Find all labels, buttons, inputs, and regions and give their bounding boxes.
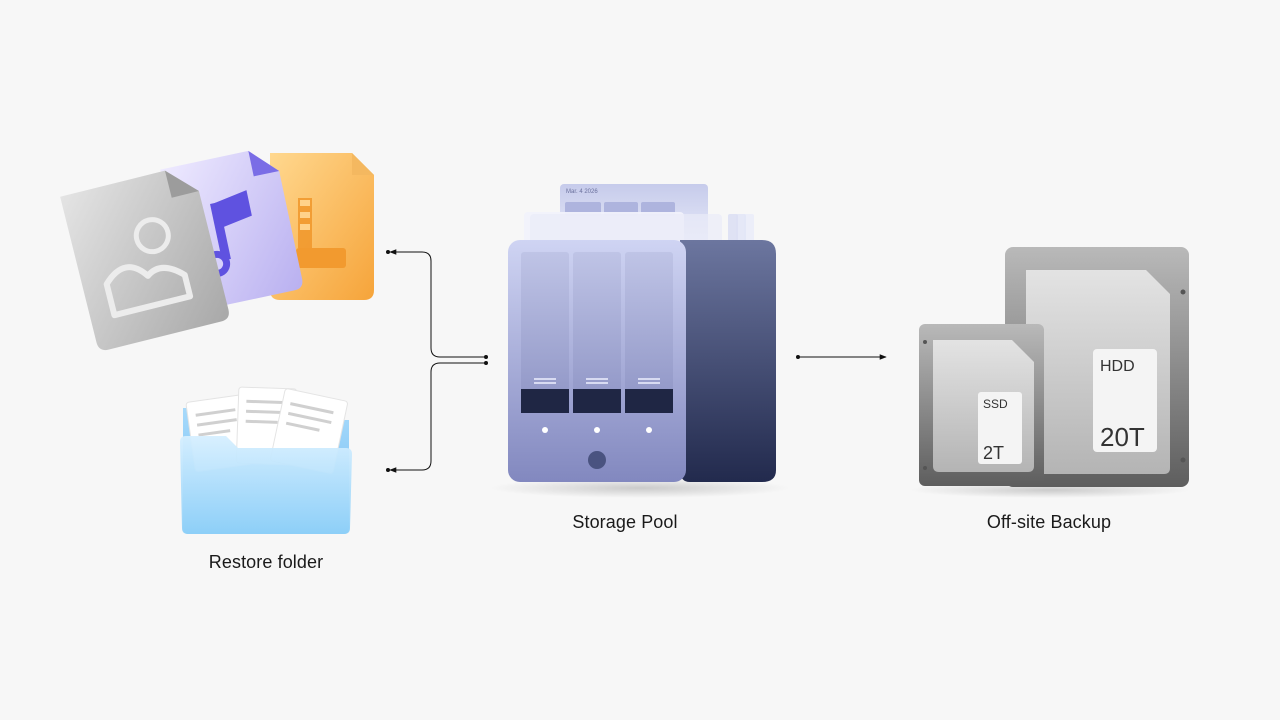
storage-pool-label: Storage Pool: [572, 512, 678, 532]
led-indicator: [594, 427, 600, 433]
open-folder-icon: [180, 386, 352, 534]
image-file-icon: [60, 170, 229, 351]
drive-bays: [521, 252, 673, 413]
connector-dot-files: [484, 355, 488, 359]
ssd-type-label: SSD: [983, 397, 1008, 411]
hdd-capacity-label: 20T: [1100, 422, 1145, 452]
restore-folder-label: Restore folder: [208, 552, 324, 572]
source-files: [60, 150, 374, 351]
snapshot-date: Mar. 4 2026: [566, 189, 598, 195]
connector-line-right: [796, 354, 887, 360]
offsite-backup-label: Off-site Backup: [986, 512, 1112, 532]
led-indicator: [646, 427, 652, 433]
ssd-capacity-label: 2T: [983, 443, 1004, 463]
led-indicator: [542, 427, 548, 433]
connector-to-files: [389, 249, 486, 358]
connector-to-restore-folder: [389, 362, 486, 473]
connector-dot-restore-end: [386, 468, 390, 472]
hdd-drive-icon: HDD 20T: [1005, 247, 1189, 487]
connector-lines-left: [389, 249, 486, 473]
ssd-drive-icon: SSD 2T: [919, 324, 1044, 486]
hdd-type-label: HDD: [1100, 358, 1135, 375]
nas-device-icon: Mar. 4 2026: [490, 184, 790, 498]
connector-dot-files-end: [386, 250, 390, 254]
connector-dot-restore: [484, 361, 488, 365]
offsite-drives: HDD 20T SSD 2T: [910, 247, 1190, 498]
power-button-icon: [588, 451, 606, 469]
